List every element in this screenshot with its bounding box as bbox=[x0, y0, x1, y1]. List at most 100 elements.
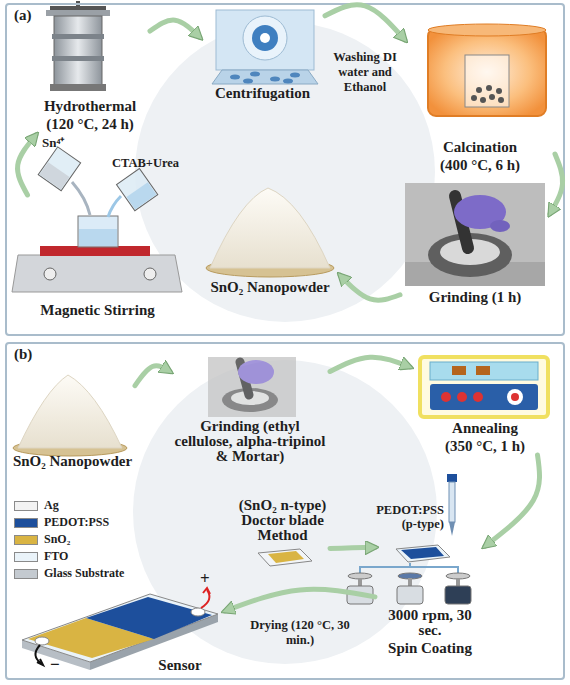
text-group: Hydrothermal(120 °C, 24 h) bbox=[30, 99, 150, 135]
step-label: Calcination bbox=[443, 140, 517, 155]
text-group: (a) bbox=[14, 8, 74, 26]
hotplate-illustration bbox=[420, 357, 548, 417]
sensor-device bbox=[35, 645, 42, 664]
legend-label: Glass Substrate bbox=[44, 566, 124, 581]
step-detail: Spin Coating bbox=[388, 641, 472, 656]
process-step: Magnetic Stirring bbox=[10, 195, 185, 325]
pipette-illustration bbox=[449, 522, 455, 536]
product-step: SnO₂ Nanopowder bbox=[200, 180, 340, 302]
step-label: SnO₂ Nanopowder bbox=[210, 280, 329, 295]
furnace-illustration bbox=[486, 85, 492, 91]
autoclave-illustration bbox=[52, 56, 104, 61]
step-detail: (120 °C, 24 h) bbox=[46, 117, 134, 132]
process-step: Calcination (400 °C, 6 h) bbox=[405, 22, 555, 172]
coated-substrate bbox=[258, 549, 312, 566]
hotplate-illustration bbox=[430, 384, 538, 410]
step-label: (a) bbox=[14, 8, 32, 23]
legend-label: FTO bbox=[44, 549, 68, 564]
annotation-label: CTAB+Urea bbox=[112, 156, 192, 170]
pipette-illustration bbox=[447, 474, 457, 482]
coated-substrate bbox=[401, 547, 444, 559]
process-step: Annealing(350 °C, 1 h) bbox=[410, 355, 560, 455]
sensor-device bbox=[35, 637, 49, 645]
process-step: Hydrothermal(120 °C, 24 h) bbox=[30, 5, 150, 135]
flow-arrow bbox=[325, 5, 405, 40]
flow-arrow bbox=[330, 357, 410, 371]
stirrer-illustration bbox=[12, 255, 182, 292]
text-group: Sensor bbox=[140, 658, 220, 676]
legend-row: FTO bbox=[14, 549, 68, 564]
grinding-photo bbox=[405, 183, 545, 286]
step-label: Centrifugation bbox=[215, 86, 310, 101]
grinding-photo bbox=[405, 183, 545, 286]
step-label: Magnetic Stirring bbox=[40, 303, 155, 318]
step-label: Sensor bbox=[158, 658, 201, 673]
centrifuge-illustration bbox=[270, 77, 280, 82]
annotation-label: + bbox=[200, 572, 220, 586]
stirrer-illustration bbox=[72, 182, 90, 215]
device-step: Sensor bbox=[10, 588, 225, 680]
edge-label: Drying (120 °C, 30 min.) bbox=[244, 618, 356, 648]
furnace-illustration bbox=[489, 94, 495, 100]
step-label: SnO₂ Nanopowder bbox=[13, 454, 132, 469]
annotation-label: − bbox=[50, 658, 70, 672]
centrifuge-illustration bbox=[290, 73, 300, 78]
legend-row: Ag bbox=[14, 498, 59, 513]
coated-substrate bbox=[396, 545, 450, 562]
furnace-illustration bbox=[428, 24, 546, 116]
autoclave-illustration bbox=[50, 84, 106, 91]
centrifuge-illustration bbox=[250, 72, 260, 77]
centrifuge-illustration bbox=[252, 25, 278, 51]
centrifuge-illustration bbox=[283, 79, 293, 84]
step-detail: (350 °C, 1 h) bbox=[445, 439, 525, 454]
step-detail: (400 °C, 6 h) bbox=[440, 158, 520, 173]
step-label: (SnO₂ n-type) Doctor blade Method bbox=[235, 498, 330, 543]
sensor-device bbox=[86, 597, 212, 639]
centrifuge-illustration bbox=[212, 70, 318, 84]
furnace-illustration bbox=[428, 28, 546, 116]
spin-coater-illustration bbox=[347, 586, 373, 604]
grinding-photo bbox=[208, 357, 296, 417]
legend-label: Ag bbox=[44, 498, 59, 513]
stirrer-illustration bbox=[44, 268, 56, 280]
text-group: (SnO₂ n-type) Doctor blade Method bbox=[235, 498, 330, 546]
sensor-device bbox=[203, 588, 210, 594]
flow-arrow bbox=[340, 275, 400, 300]
centrifuge-illustration bbox=[212, 10, 318, 84]
stirrer-illustration bbox=[117, 169, 158, 211]
legend-row: SnO₂ bbox=[14, 532, 70, 547]
flow-arrow bbox=[485, 455, 540, 546]
sensor-device bbox=[22, 594, 218, 662]
legend-swatch bbox=[14, 518, 38, 528]
annotation-label: Sn⁴⁺ bbox=[42, 136, 82, 150]
stirrer-illustration bbox=[108, 196, 121, 217]
legend-label: SnO₂ bbox=[44, 532, 70, 547]
stirrer-illustration bbox=[117, 169, 158, 211]
coated-substrate bbox=[258, 549, 312, 566]
text-group: SnO₂ Nanopowder bbox=[200, 280, 340, 298]
powder-pile bbox=[210, 188, 330, 268]
pipette-illustration bbox=[449, 482, 455, 522]
text-group: Annealing(350 °C, 1 h) bbox=[410, 421, 560, 457]
panel-background bbox=[5, 342, 565, 680]
flow-arrow bbox=[18, 135, 36, 195]
furnace-illustration bbox=[498, 97, 504, 103]
furnace-illustration bbox=[471, 95, 477, 101]
centrifuge-illustration bbox=[243, 16, 287, 60]
legend-swatch bbox=[14, 569, 38, 579]
hotplate-illustration bbox=[473, 392, 483, 402]
furnace-illustration bbox=[476, 87, 482, 93]
spin-coater-illustration bbox=[445, 586, 471, 604]
stirrer-illustration bbox=[144, 268, 156, 280]
spin-coater-illustration bbox=[358, 578, 362, 586]
step-label: Grinding (ethyl cellulose, alpha-tripino… bbox=[170, 419, 330, 464]
centrifuge-illustration bbox=[260, 33, 270, 43]
powder-pile bbox=[18, 375, 122, 448]
text-group: Calcination (400 °C, 6 h) bbox=[405, 140, 555, 176]
process-step: Centrifugation bbox=[200, 8, 325, 106]
powder-pile bbox=[13, 375, 127, 456]
spin-coater-illustration bbox=[456, 578, 460, 586]
annotation-label: PEDOT:PSS (p-type) bbox=[372, 503, 444, 531]
